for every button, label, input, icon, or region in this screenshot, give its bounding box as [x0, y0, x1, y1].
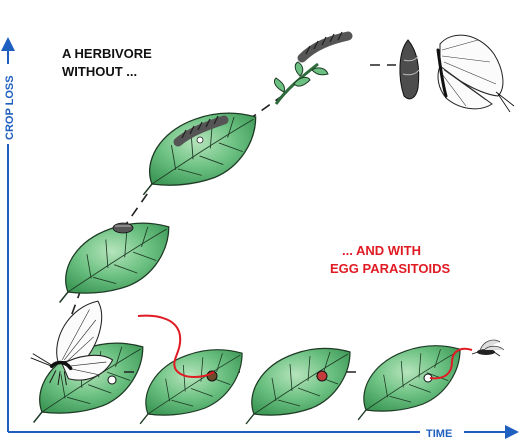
caption-with-line2: EGG PARASITOIDS: [330, 261, 450, 276]
leaf-parasitized-3: [358, 346, 460, 420]
caption-without-line2: WITHOUT ...: [62, 64, 137, 79]
leaf-with-egg: [60, 223, 169, 302]
stem-with-larva: [274, 62, 328, 104]
leaf-parasitized-2: [246, 349, 350, 425]
egg-marker: [108, 376, 116, 384]
caption-without-line1: A HERBIVORE: [62, 46, 152, 61]
pupa-icon: [400, 40, 419, 99]
egg-icon: [113, 223, 133, 233]
x-axis-label: TIME: [426, 428, 452, 440]
leaf-parasitized-1: [140, 350, 242, 424]
caterpillar-icon: [302, 32, 348, 58]
y-axis-label: CROP LOSS: [4, 75, 16, 140]
caption-with-line1: ... AND WITH: [342, 243, 421, 258]
parasitized-egg-marker: [317, 371, 327, 381]
parasitoid-wasp-icon: [472, 340, 504, 356]
adult-butterfly-icon: [438, 35, 514, 112]
